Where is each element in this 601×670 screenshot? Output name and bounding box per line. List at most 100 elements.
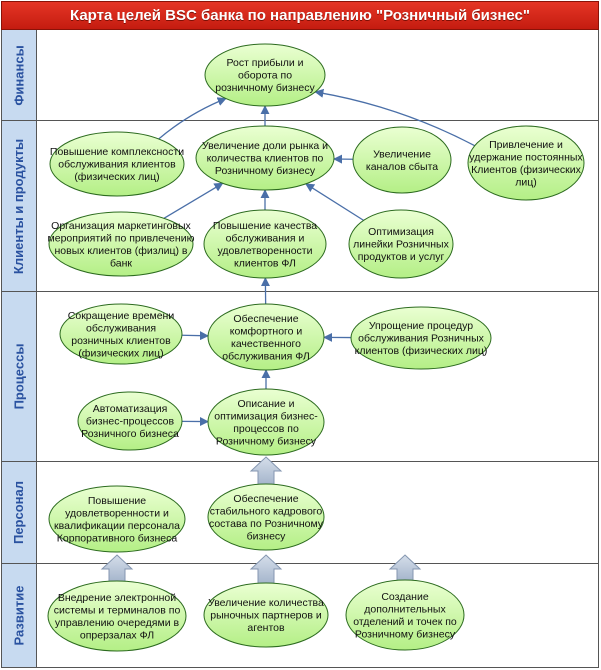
goal-label-line: продуктов и услуг xyxy=(358,251,445,263)
goal-ellipse-n6 xyxy=(48,211,194,277)
goal-label-line: Обеспечение xyxy=(233,313,298,325)
goal-label-line: Сокращение времени xyxy=(68,310,175,322)
connector-arrow-n6-n3 xyxy=(163,182,224,219)
goal-label-line: (физических лиц) xyxy=(74,171,159,183)
goal-label-line: обслуживания Розничных xyxy=(358,333,484,345)
goal-label-line: обслуживания ФЛ xyxy=(222,350,310,362)
goal-label-line: мероприятий по привлечению xyxy=(48,232,195,244)
goal-ellipse-n5 xyxy=(467,125,585,201)
goal-label-line: Организация маркетинговых xyxy=(51,220,191,232)
goal-label-line: квалификации персонала xyxy=(54,520,180,532)
goal-label-line: Розничному бизнесу xyxy=(216,435,317,447)
goal-label-line: оптимизация бизнес- xyxy=(214,410,318,422)
goal-ellipse-n18 xyxy=(345,579,465,651)
goal-label-line: клиентов (физических лиц) xyxy=(355,345,488,357)
goal-label-line: линейки Розничных xyxy=(353,239,449,251)
connector-arrow-n8-n3 xyxy=(305,183,364,221)
goal-label-line: агентов xyxy=(247,622,285,634)
goal-label-line: удержание постоянных xyxy=(469,151,583,163)
goal-ellipse-n13 xyxy=(207,388,325,456)
lane-finance: Финансы xyxy=(1,30,599,121)
lane-label-development: Развитие xyxy=(2,564,37,667)
goal-label-line: опрерзалах ФЛ xyxy=(80,629,154,641)
lane-label-personnel: Персонал xyxy=(2,462,37,563)
goal-label-line: Внедрение электронной xyxy=(58,592,176,604)
goal-label-line: процессов по xyxy=(233,423,299,435)
goal-label-line: обслуживания xyxy=(86,322,156,334)
lane-clients: Клиенты и продукты xyxy=(1,121,599,292)
lane-label-finance: Финансы xyxy=(2,30,37,120)
goal-ellipse-n17 xyxy=(203,582,329,648)
goal-label-line: Повышение xyxy=(88,495,146,507)
block-arrow-n17-n15 xyxy=(249,554,283,588)
goal-label-line: (физических лиц) xyxy=(78,347,163,359)
goal-ellipse-n16 xyxy=(47,580,187,652)
connector-arrow-n2-n1 xyxy=(158,97,227,140)
goal-label-line: количества клиентов по xyxy=(207,153,324,165)
goal-ellipse-n11 xyxy=(350,306,492,370)
goal-label-line: дополнительных xyxy=(364,603,446,615)
goal-label-line: комфортного и xyxy=(230,325,303,337)
connector-arrow-n5-n1 xyxy=(314,88,476,147)
goal-label-line: обслуживания и xyxy=(226,232,305,244)
goal-ellipse-n3 xyxy=(195,125,335,191)
goal-label-line: отделений и точек по xyxy=(353,616,457,628)
goal-label-line: Корпоративного бизнеса xyxy=(57,532,178,544)
goal-label-line: розничных клиентов xyxy=(71,335,171,347)
goal-label-line: Увеличение доли рынка и xyxy=(202,140,328,152)
goal-label-line: розничному бизнесу xyxy=(215,82,315,94)
goal-label-line: каналов сбыта xyxy=(366,161,438,173)
goal-ellipse-n2 xyxy=(49,131,185,197)
goal-ellipse-n4 xyxy=(352,126,452,194)
goal-label-line: Клиентов (физических xyxy=(471,164,581,176)
goal-label-line: Повышение качества xyxy=(213,220,317,232)
goal-label-line: Повышение комплексности xyxy=(50,146,184,158)
goal-label-line: стабильного кадрового xyxy=(210,505,323,517)
goal-label-line: Автоматизация xyxy=(93,403,168,415)
goal-ellipse-n12 xyxy=(77,391,183,451)
goal-ellipse-n14 xyxy=(48,485,186,553)
goal-label-line: Обеспечение xyxy=(233,493,298,505)
goal-label-line: обслуживания клиентов xyxy=(58,159,176,171)
goal-label-line: оборота по xyxy=(238,70,292,82)
goal-label-line: банк xyxy=(110,257,132,269)
goal-label-line: состава по Розничному xyxy=(209,518,324,530)
goal-label-line: рыночных партнеров и xyxy=(210,610,322,622)
goal-label-line: Оптимизация xyxy=(368,226,434,238)
goal-label-line: системы и терминалов по xyxy=(54,604,181,616)
goal-label-line: Упрощение процедур xyxy=(369,320,473,332)
goal-label-line: лиц) xyxy=(515,176,537,188)
goal-label-line: управлению очередями в xyxy=(55,617,180,629)
